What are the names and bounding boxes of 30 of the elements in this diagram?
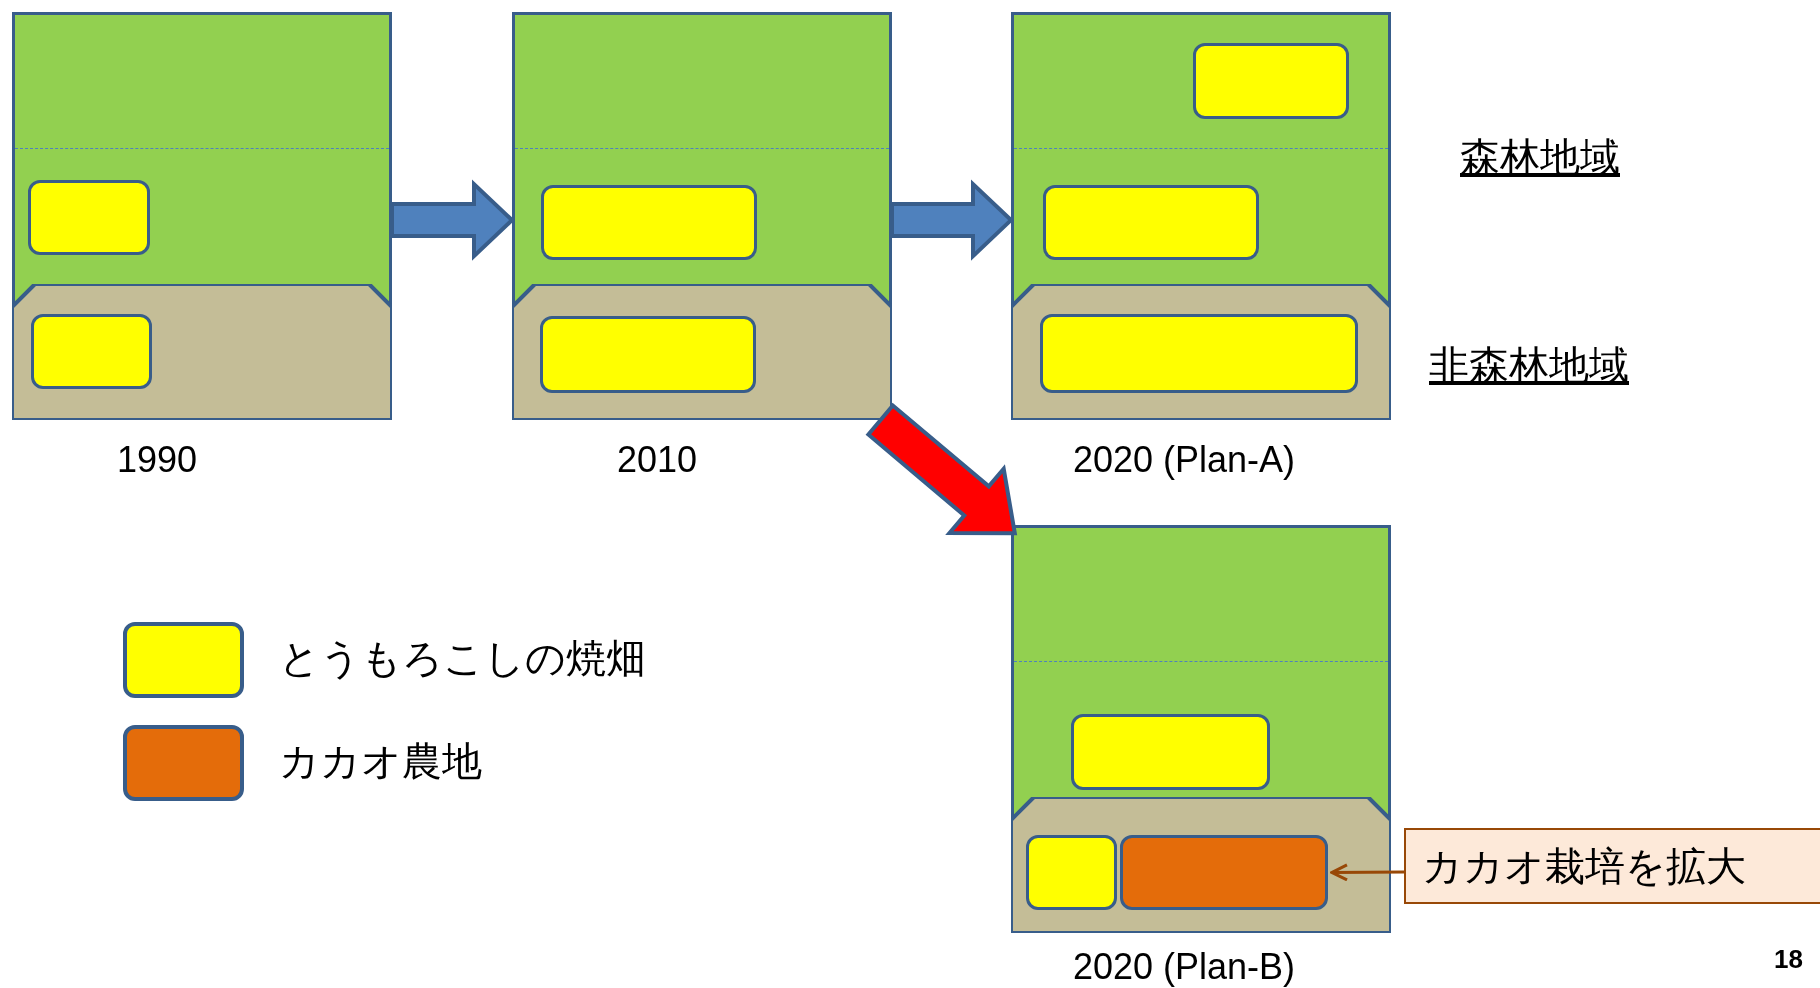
block-arrow bbox=[390, 179, 515, 261]
block-arrow bbox=[890, 179, 1014, 261]
land-panel bbox=[512, 12, 892, 420]
year-caption: 1990 bbox=[116, 442, 198, 478]
land-use-block bbox=[1193, 43, 1349, 119]
year-caption: 2010 bbox=[616, 442, 698, 478]
year-caption: 2020 (Plan-B) bbox=[1072, 949, 1296, 985]
year-caption: 2020 (Plan-A) bbox=[1072, 442, 1296, 478]
land-use-block bbox=[1071, 714, 1270, 790]
block-arrow bbox=[865, 402, 1018, 536]
non-forest-band bbox=[512, 284, 892, 420]
non-forest-band bbox=[1011, 797, 1391, 933]
page-number: 18 bbox=[1774, 943, 1803, 976]
land-use-block bbox=[541, 185, 757, 260]
land-use-block bbox=[540, 316, 756, 393]
callout-box: カカオ栽培を拡大 bbox=[1404, 828, 1820, 904]
legend-text: とうもろこしの焼畑 bbox=[279, 638, 646, 678]
non-forest-band bbox=[12, 284, 392, 420]
land-panel bbox=[1011, 12, 1391, 420]
land-use-block bbox=[1040, 314, 1358, 393]
land-use-block bbox=[1120, 835, 1328, 910]
land-use-block bbox=[28, 180, 150, 255]
leader-arrow bbox=[1330, 863, 1404, 882]
land-use-block bbox=[1043, 185, 1259, 260]
land-use-block bbox=[31, 314, 152, 389]
land-panel bbox=[1011, 525, 1391, 933]
land-panel bbox=[12, 12, 392, 420]
land-use-block bbox=[1026, 835, 1117, 910]
non-forest-band bbox=[1011, 284, 1391, 420]
legend-text: カカオ農地 bbox=[279, 741, 482, 781]
